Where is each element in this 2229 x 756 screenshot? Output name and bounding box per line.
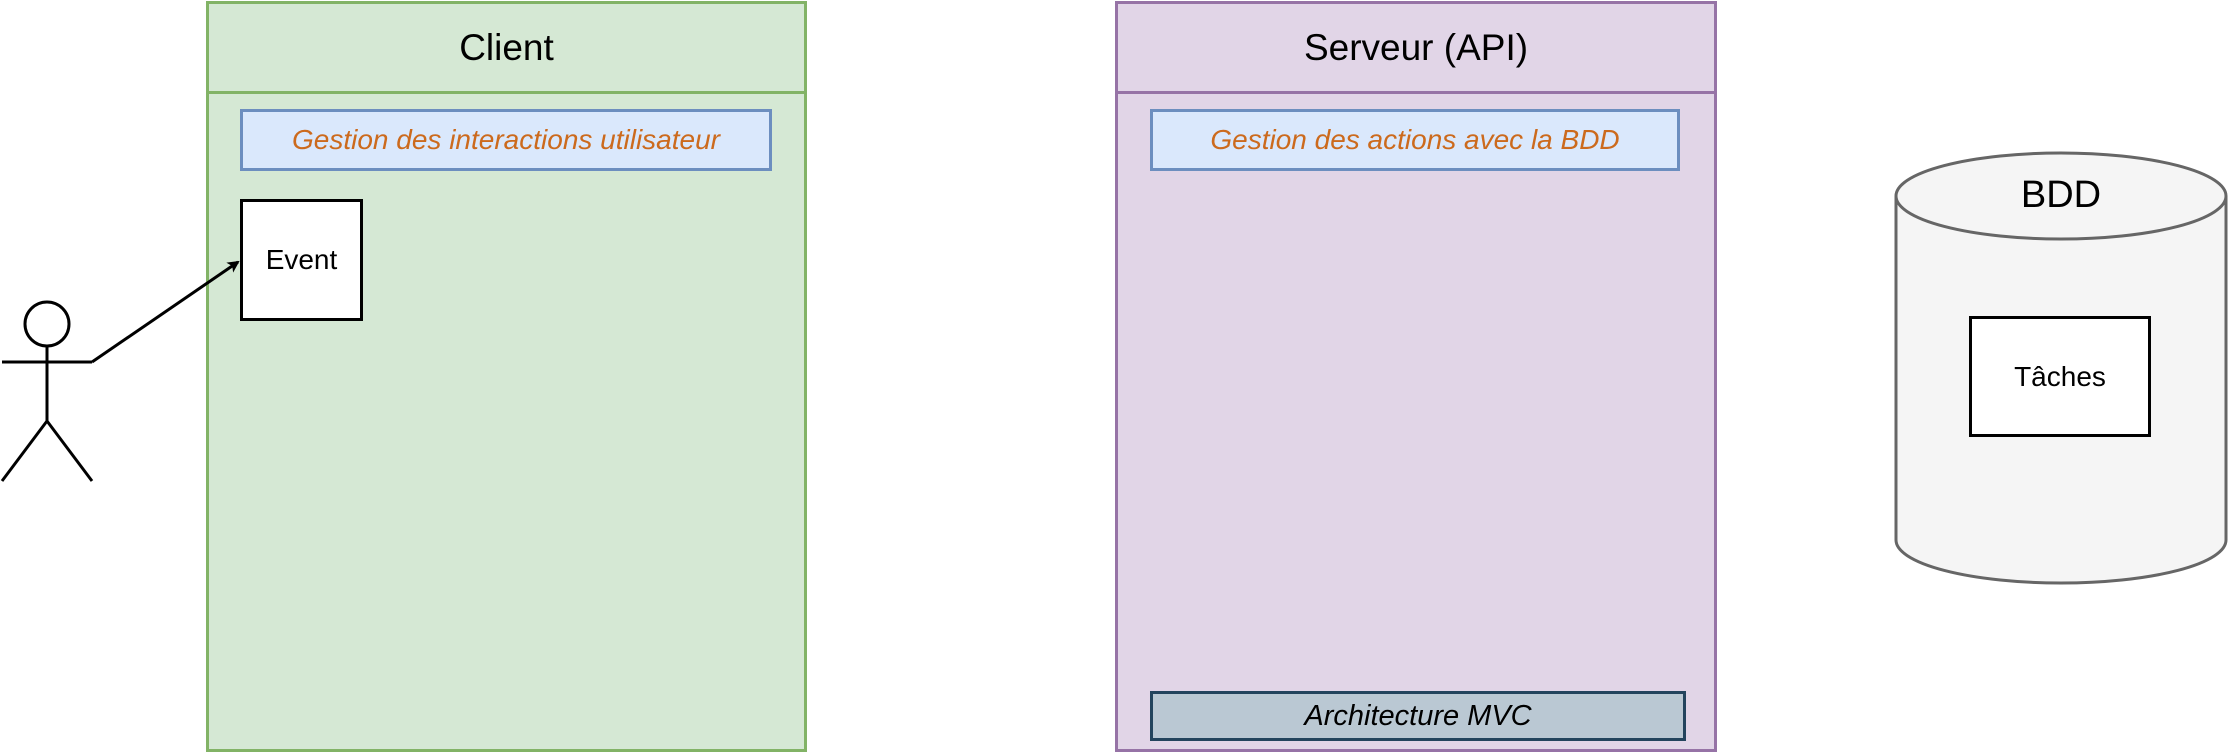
database-title: BDD <box>2020 173 2102 216</box>
event-box[interactable]: Event <box>240 199 363 321</box>
user-actor-icon[interactable] <box>0 300 94 482</box>
taches-table-box[interactable]: Tâches <box>1969 316 2151 437</box>
client-title: Client <box>209 4 804 94</box>
client-note[interactable]: Gestion des interactions utilisateur <box>240 109 772 171</box>
server-title: Serveur (API) <box>1118 4 1714 94</box>
server-note[interactable]: Gestion des actions avec la BDD <box>1150 109 1680 171</box>
architecture-mvc-box[interactable]: Architecture MVC <box>1150 691 1686 741</box>
actor-to-event-arrow[interactable] <box>91 260 240 364</box>
